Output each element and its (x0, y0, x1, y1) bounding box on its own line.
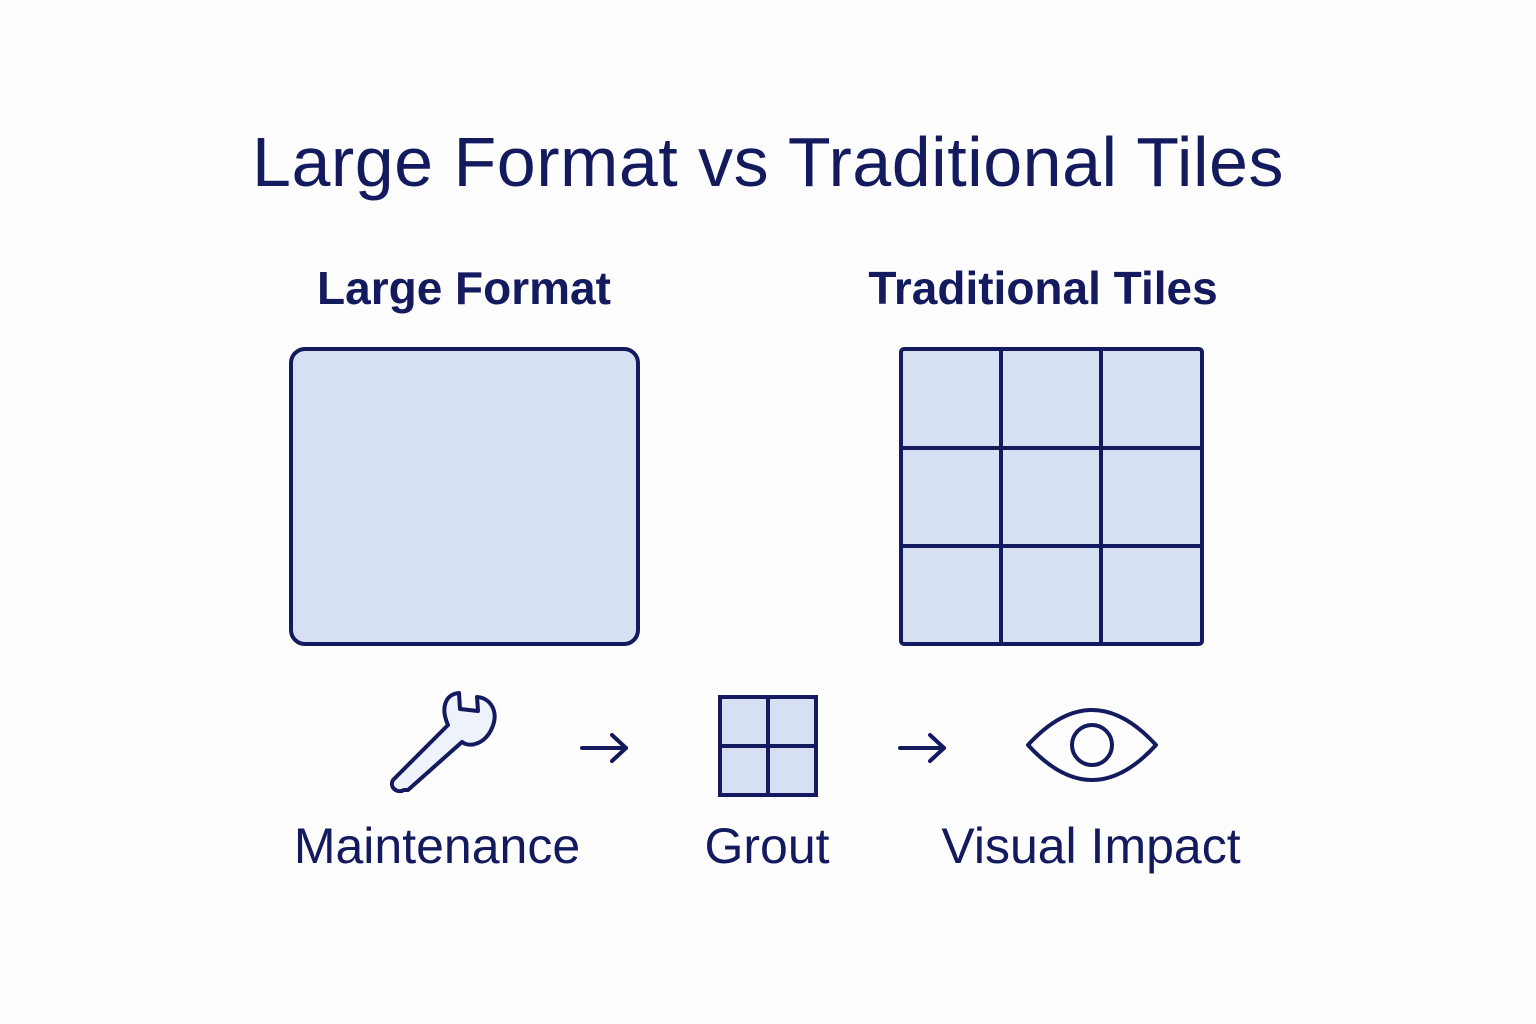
grid-icon (718, 695, 818, 797)
traditional-tiles-grid (899, 347, 1204, 646)
arrow-right-icon (898, 733, 946, 763)
large-format-tile (289, 347, 640, 646)
wrench-icon (390, 691, 497, 794)
grout-label: Grout (704, 818, 830, 874)
maintenance-label: Maintenance (293, 818, 581, 874)
large-format-heading: Large Format (317, 262, 611, 314)
visual-impact-label: Visual Impact (941, 818, 1241, 874)
traditional-tiles-heading: Traditional Tiles (868, 262, 1218, 314)
arrow-right-icon (580, 733, 628, 763)
page-title: Large Format vs Traditional Tiles (252, 123, 1284, 201)
eye-icon (1026, 708, 1158, 782)
